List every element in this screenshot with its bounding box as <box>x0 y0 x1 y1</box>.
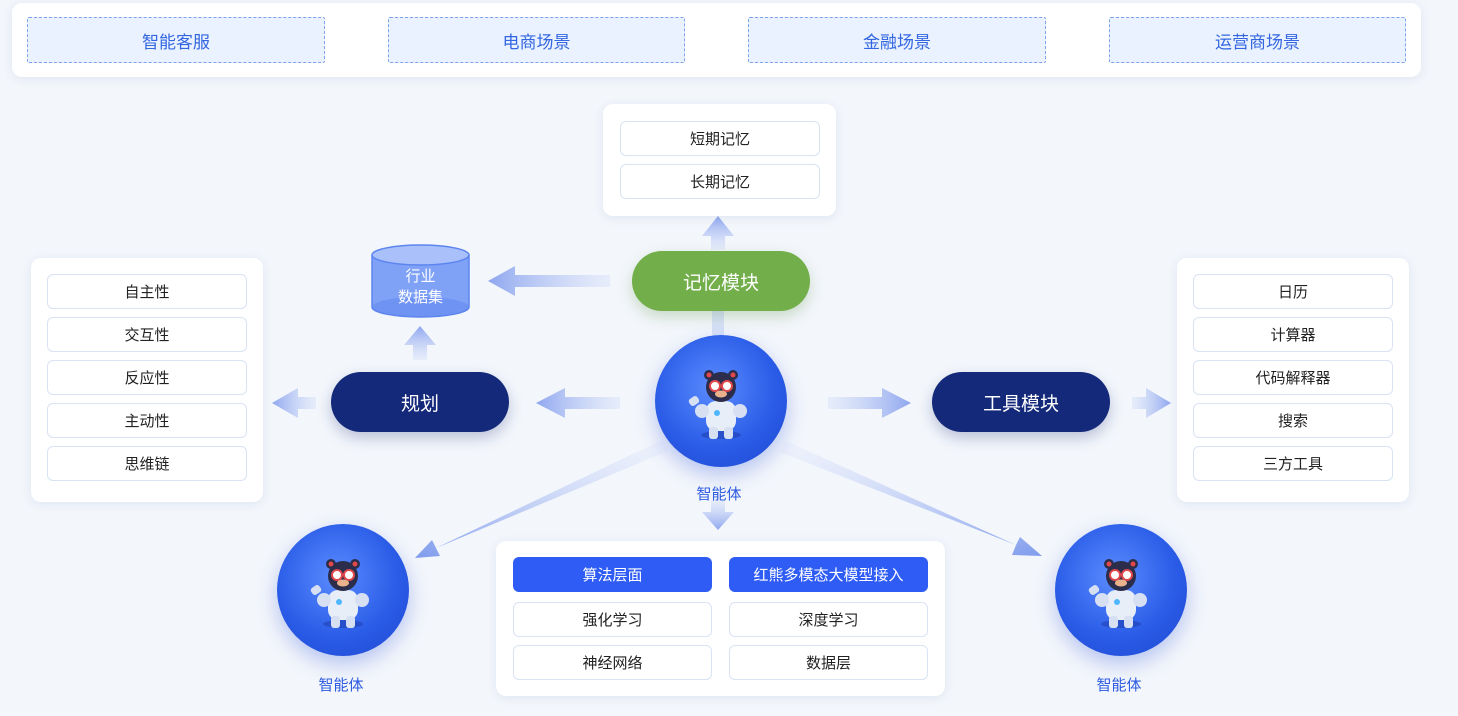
tool-item-third-party: 三方工具 <box>1193 446 1393 481</box>
algorithm-item-reinforcement-learning: 强化学习 <box>513 602 712 637</box>
planning-item-proactivity: 主动性 <box>47 403 247 438</box>
memory-item-short-term: 短期记忆 <box>620 121 820 156</box>
arrow-memory-to-dataset <box>488 266 610 296</box>
arrow-up-to-dataset <box>404 326 436 360</box>
arrow-agent-to-planning <box>536 388 620 418</box>
dataset-label-line1: 行业 <box>405 267 436 285</box>
arrow-up-to-memory <box>702 216 734 250</box>
tool-item-code-interpreter: 代码解释器 <box>1193 360 1393 395</box>
planning-item-reactivity: 反应性 <box>47 360 247 395</box>
planning-item-interactivity: 交互性 <box>47 317 247 352</box>
memory-item-long-term: 长期记忆 <box>620 164 820 199</box>
algorithm-item-deep-learning: 深度学习 <box>729 602 928 637</box>
bear-robot-icon <box>310 559 369 628</box>
algorithm-header-right: 红熊多模态大模型接入 <box>729 557 928 592</box>
scene-customer-service[interactable]: 智能客服 <box>27 17 325 63</box>
memory-module-pill[interactable]: 记忆模块 <box>632 251 810 311</box>
tool-item-search: 搜索 <box>1193 403 1393 438</box>
arrow-planning-to-list <box>272 388 316 418</box>
planning-item-chain-of-thought: 思维链 <box>47 446 247 481</box>
planning-pill[interactable]: 规划 <box>331 372 509 432</box>
dataset-cylinder: 行业 数据集 <box>370 243 471 319</box>
arrow-tools-to-list <box>1132 388 1171 418</box>
scene-telecom[interactable]: 运营商场景 <box>1109 17 1406 63</box>
algorithm-header-left: 算法层面 <box>513 557 712 592</box>
tool-item-calculator: 计算器 <box>1193 317 1393 352</box>
link-agent-memory <box>712 310 724 336</box>
scene-ecommerce[interactable]: 电商场景 <box>388 17 685 63</box>
algorithm-item-data-layer: 数据层 <box>729 645 928 680</box>
planning-item-autonomy: 自主性 <box>47 274 247 309</box>
bear-robot-icon <box>1088 559 1147 628</box>
scene-finance[interactable]: 金融场景 <box>748 17 1046 63</box>
algorithm-item-neural-network: 神经网络 <box>513 645 712 680</box>
agent-label-center: 智能体 <box>696 485 742 503</box>
agent-label-right: 智能体 <box>1096 676 1142 694</box>
agent-avatar-left[interactable] <box>277 524 409 656</box>
arrow-diag-right <box>780 441 1042 556</box>
bear-robot-icon <box>688 370 747 439</box>
agent-avatar-center[interactable] <box>655 335 787 467</box>
tools-module-pill[interactable]: 工具模块 <box>932 372 1110 432</box>
arrow-down-to-algorithm <box>702 500 734 530</box>
agent-avatar-right[interactable] <box>1055 524 1187 656</box>
database-icon <box>371 244 470 318</box>
tool-item-calendar: 日历 <box>1193 274 1393 309</box>
dataset-label-line2: 数据集 <box>397 288 443 306</box>
arrow-diag-left <box>415 440 668 558</box>
agent-label-left: 智能体 <box>318 676 364 694</box>
arrow-agent-to-tools <box>828 388 911 418</box>
